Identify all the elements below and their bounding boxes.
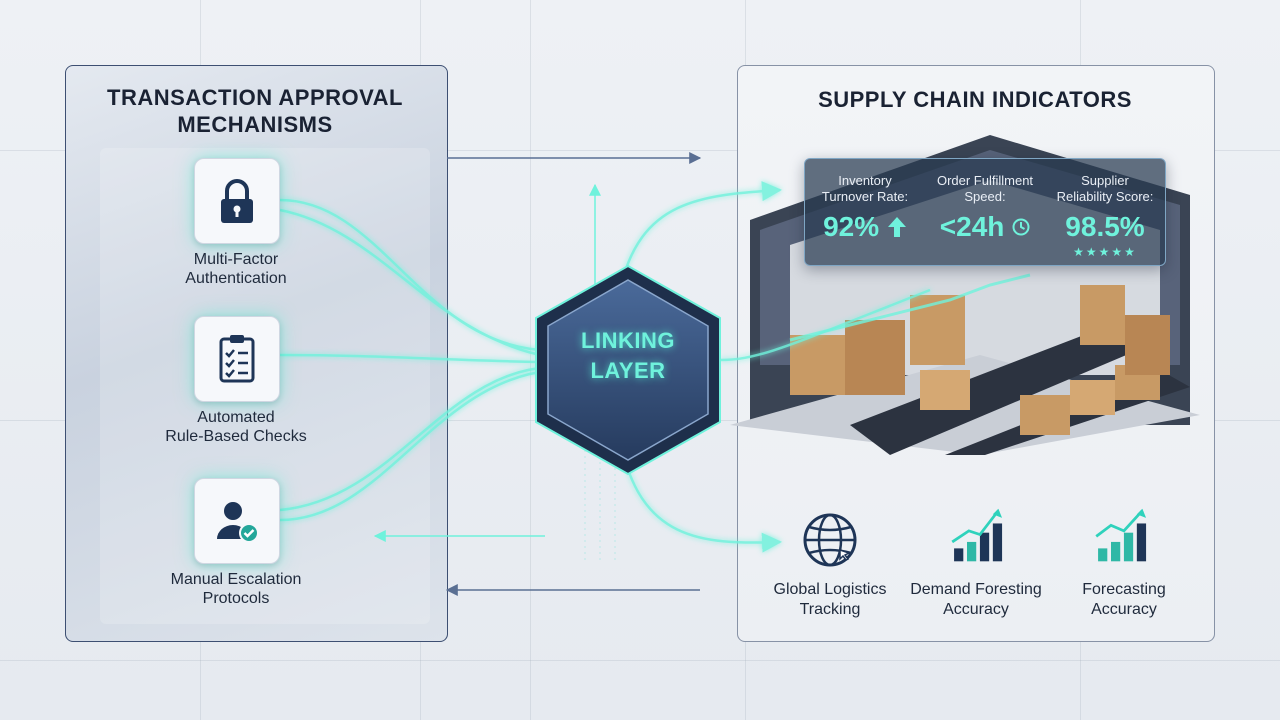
- bar-chart-trend-icon: [1095, 508, 1147, 562]
- linking-layer-hexagon: [535, 264, 721, 476]
- lock-icon: [221, 179, 253, 223]
- star-rating: ★★★★★: [1073, 245, 1137, 259]
- metric-label: Supplier Reliability Score:: [1056, 173, 1154, 204]
- globe-icon: [803, 513, 857, 567]
- global-logistics-label: Global Logistics Tracking: [773, 581, 887, 618]
- flow-line: [279, 370, 541, 522]
- manual-escalation-tile: [194, 478, 280, 564]
- demand-forecasting-label: Demand Foresting Accuracy: [910, 581, 1042, 618]
- user-check-icon: [217, 502, 259, 543]
- metric-label: Order Fulfillment Speed:: [936, 173, 1034, 204]
- grid-line: [0, 660, 1280, 661]
- clock-icon: [1012, 218, 1030, 236]
- manual-escalation-label: Manual Escalation Protocols: [170, 571, 302, 607]
- flow-line: [719, 288, 931, 362]
- metric-supplier-reliability: Supplier Reliability Score: 98.5% ★★★★★: [1045, 159, 1165, 265]
- forecasting-accuracy-label: Forecasting Accuracy: [1082, 581, 1166, 618]
- mfa-tile: [194, 158, 280, 244]
- supply-chain-title: SUPPLY CHAIN INDICATORS: [818, 87, 1132, 112]
- approval-mechanisms-title: TRANSACTION APPROVAL MECHANISMS: [107, 85, 403, 137]
- metric-order-fulfillment: Order Fulfillment Speed: <24h: [925, 159, 1045, 265]
- metric-label: Inventory Turnover Rate:: [821, 173, 909, 204]
- arrow-up-icon: [887, 217, 906, 237]
- clipboard-checklist-icon: [219, 335, 255, 383]
- metric-inventory-turnover: Inventory Turnover Rate: 92%: [805, 159, 925, 265]
- mfa-label: Multi-Factor Authentication: [185, 251, 287, 287]
- rule-checks-label: Automated Rule-Based Checks: [165, 409, 307, 445]
- metric-value: 92%: [805, 211, 925, 243]
- grid-line: [530, 0, 531, 720]
- cardboard-boxes: [790, 285, 1170, 435]
- linking-layer-label: LINKING LAYER: [581, 328, 675, 383]
- flow-line: [279, 353, 541, 364]
- rule-checks-tile: [194, 316, 280, 402]
- metrics-card: Inventory Turnover Rate: 92% Order Fulfi…: [804, 158, 1166, 266]
- metric-value: <24h: [925, 211, 1045, 243]
- flow-line: [618, 181, 782, 291]
- metric-value: 98.5%: [1065, 211, 1145, 242]
- bar-chart-trend-icon: [951, 508, 1003, 562]
- grid-line: [0, 150, 1280, 151]
